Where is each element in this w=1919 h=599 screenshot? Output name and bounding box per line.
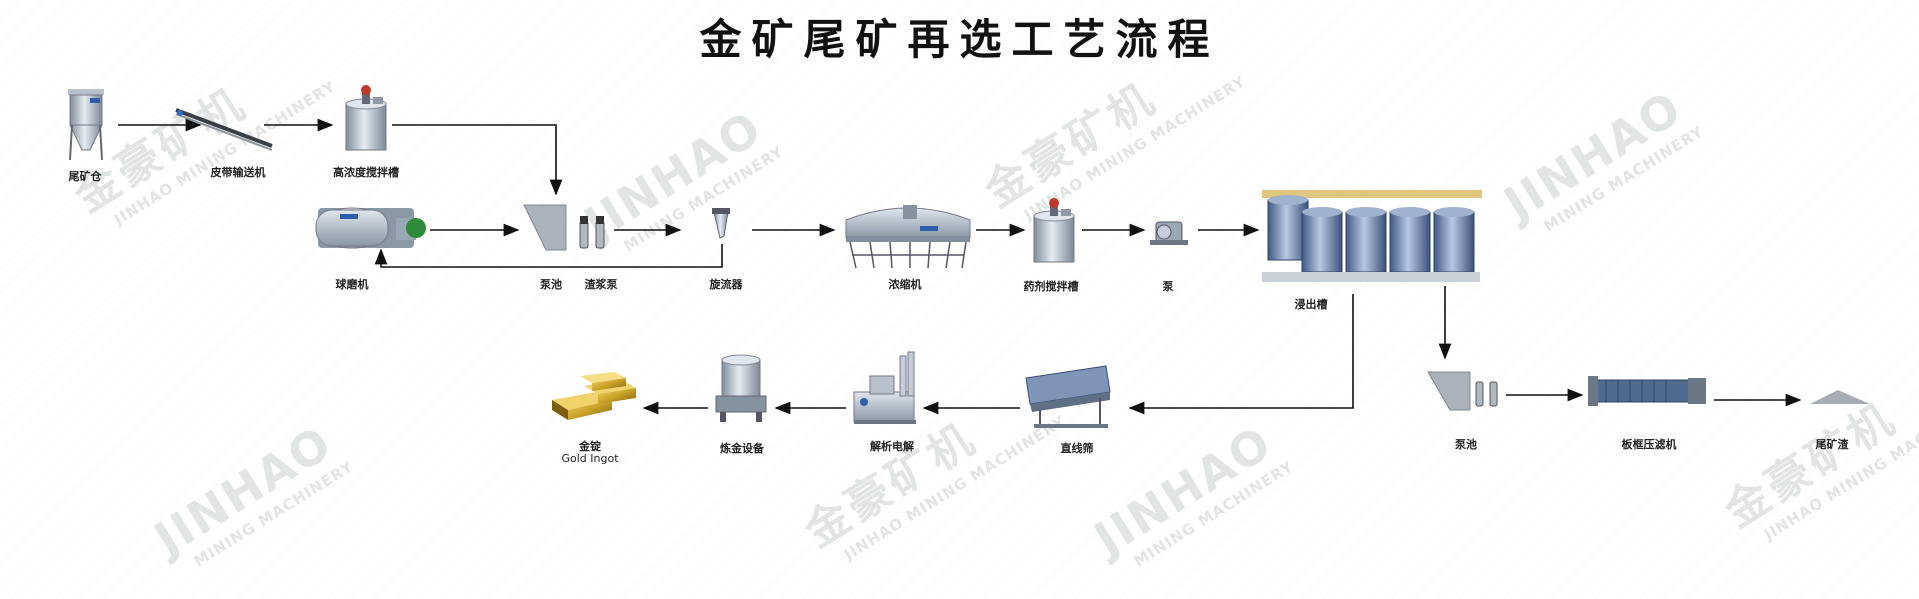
slurry-pump-icon <box>579 216 605 249</box>
label-pump: 泵 <box>1162 280 1174 293</box>
pump-icon <box>1150 221 1188 245</box>
label-slurry-pump: 渣浆泵 <box>584 278 618 291</box>
label-hydrocyclone: 旋流器 <box>709 278 743 291</box>
label-gold-ingot-en: Gold Ingot <box>561 452 619 465</box>
label-filter-press: 板框压滤机 <box>1621 438 1677 451</box>
label-tailings-residue: 尾矿渣 <box>1815 438 1849 451</box>
flow-arrows <box>118 118 1802 415</box>
leach-tank-icon <box>1262 190 1482 282</box>
label-belt-conveyor: 皮带输送机 <box>210 166 266 179</box>
label-smelting-equipment: 炼金设备 <box>720 442 764 455</box>
smelting-equipment-icon <box>715 354 767 422</box>
electrolysis-icon <box>853 351 916 424</box>
gold-ingot-icon <box>552 372 636 420</box>
label-electrolysis: 解析电解 <box>870 440 914 453</box>
linear-screen-icon <box>1025 365 1111 428</box>
pump-pit-icon <box>523 204 567 251</box>
ball-mill-icon <box>315 207 426 249</box>
pump-pit-icon <box>1427 371 1498 411</box>
label-tailings-bin: 尾矿仓 <box>68 170 102 183</box>
arrow <box>374 244 723 268</box>
label-pump-pit: 泵池 <box>1455 438 1477 451</box>
arrow <box>1128 294 1354 415</box>
reagent-mixing-tank-icon <box>1033 198 1075 263</box>
label-leach-tank: 浸出槽 <box>1294 298 1328 311</box>
label-high-concentration-tank: 高浓度搅拌槽 <box>333 166 399 179</box>
label-reagent-tank: 药剂搅拌槽 <box>1023 280 1079 293</box>
belt-conveyor-icon <box>175 108 273 151</box>
tailings-residue-icon <box>1810 390 1870 404</box>
label-gold-ingot: 金锭 <box>579 440 601 453</box>
high-concentration-tank-icon <box>345 85 387 151</box>
filter-press-icon <box>1588 376 1706 406</box>
label-thickener: 浓缩机 <box>888 278 922 291</box>
label-linear-screen: 直线筛 <box>1060 442 1094 455</box>
label-pump-pit: 泵池 <box>540 278 562 291</box>
tailings-bin-icon <box>68 89 104 161</box>
label-ball-mill: 球磨机 <box>335 278 369 291</box>
page-title: 金矿尾矿再选工艺流程 <box>699 15 1220 64</box>
arrow <box>392 124 563 196</box>
hydrocyclone-icon <box>712 208 730 239</box>
thickener-icon <box>845 205 971 269</box>
